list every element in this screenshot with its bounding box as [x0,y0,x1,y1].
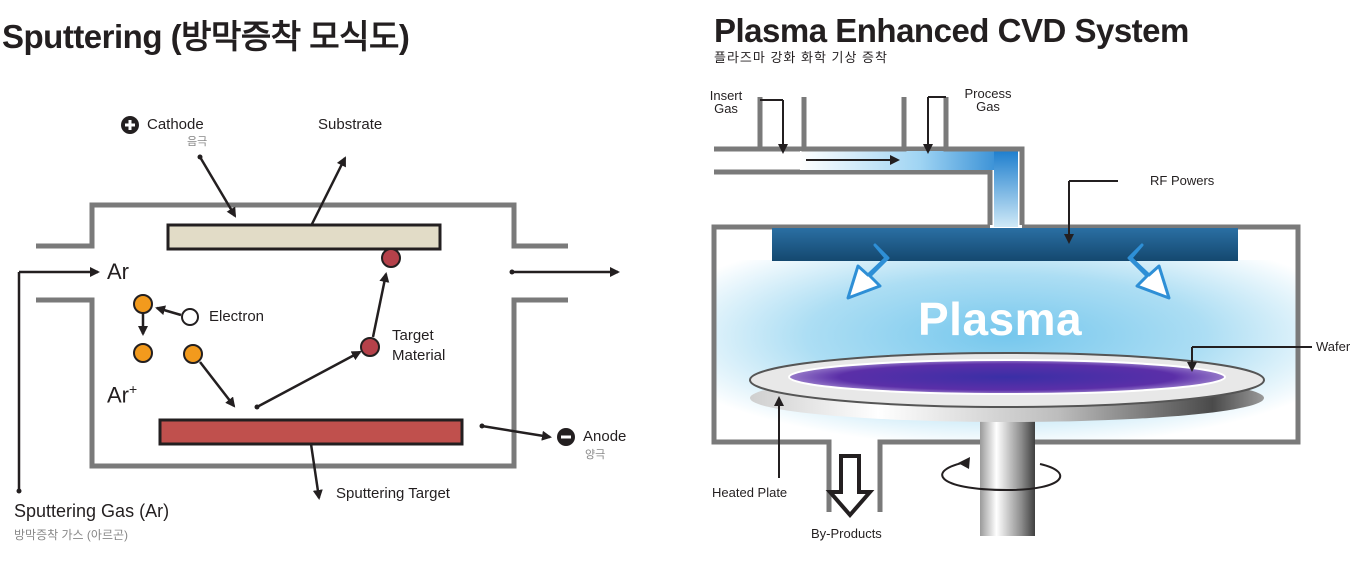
sputter-chamber [36,202,568,469]
anode-kr-label: 양극 [585,449,606,461]
by-products-arrow [825,454,875,519]
wafer-label: Wafer [1316,339,1351,354]
process-gas-label: Process Gas [964,86,1012,114]
sputtering-target-label: Sputtering Target [336,485,450,502]
plasma-label: Plasma [918,293,1083,345]
insert-gas-label: Insert Gas [709,88,743,116]
cathode-kr-label: 음극 [187,136,208,148]
sputtering-title: Sputtering (방막증착 모식도) [2,18,410,55]
substrate-plate [166,223,442,251]
target-material-label: Target Material [392,327,446,364]
gas-flow-horizontal [800,151,1018,170]
rotation-arrow [941,461,1062,492]
gas-flow-down [994,151,1018,227]
rf-powers-label: RF Powers [1150,173,1215,188]
plasma-flow-arrow-left [846,243,890,300]
cathode-plus-symbol [121,116,139,134]
argon-ion-moving [183,344,203,364]
electron-particle [181,308,199,326]
cathode-label: Cathode [147,116,204,133]
ar-plus-label: Ar+ [107,381,138,408]
sputtering-gas-label: Sputtering Gas (Ar) [14,501,170,521]
pecvd-title: Plasma Enhanced CVD System [714,12,1189,49]
electron-label: Electron [209,308,265,325]
deposited-particle [381,248,401,268]
pecvd-subtitle: 플라즈마 강화 화학 기상 증착 [714,50,888,65]
heater-shaft [980,412,1035,536]
anode-minus-symbol [557,428,575,446]
sputtering-gas-kr-label: 방막증착 가스 (아르곤) [14,528,129,542]
by-products-label: By-Products [811,526,882,541]
plasma-flow-arrow-right [1127,243,1171,300]
argon-ion [133,343,153,363]
substrate-label: Substrate [318,116,383,133]
wafer-disc [788,359,1226,395]
argon-atom [133,294,153,314]
target-material-particle [360,337,380,357]
heated-plate-label: Heated Plate [712,485,788,500]
rf-electrode [772,228,1238,261]
sputtering-target-plate [158,418,464,446]
pecvd-chamber [711,224,1301,512]
ar-label: Ar [107,259,129,284]
anode-label: Anode [583,428,627,445]
